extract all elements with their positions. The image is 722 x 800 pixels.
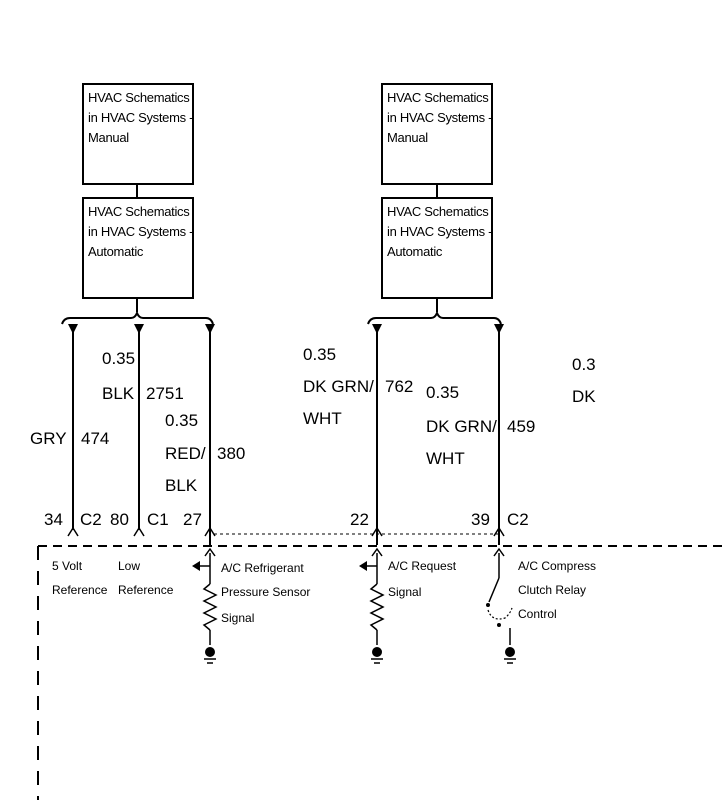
pin-22: 22 <box>350 510 369 529</box>
label-5-volt: 5 Volt <box>52 559 83 573</box>
label-clutch-relay: Clutch Relay <box>518 583 586 597</box>
bracket-right <box>367 310 502 325</box>
pin-34: 34 <box>44 510 63 529</box>
box-line: in HVAC Systems - <box>387 110 493 125</box>
wire-380-color1: RED/ <box>165 444 206 463</box>
wire-cut-size: 0.3 <box>572 355 596 374</box>
label-low: Low <box>118 559 140 573</box>
wire-2751-color: BLK <box>102 384 135 403</box>
pin-39: 39 <box>471 510 490 529</box>
circuit-27-arrow <box>192 561 200 571</box>
label-ac-compress: A/C Compress <box>518 559 596 573</box>
wire-459-color1: DK GRN/ <box>426 417 497 436</box>
wire-762-circuit: 762 <box>385 377 413 396</box>
pin-27: 27 <box>183 510 202 529</box>
ground-icon-27 <box>205 647 215 657</box>
box-line: Automatic <box>387 244 443 259</box>
chevron-34 <box>67 526 79 537</box>
box-line: Manual <box>387 130 428 145</box>
wire-2751-circuit: 2751 <box>146 384 184 403</box>
box-line: HVAC Schematics <box>88 90 190 105</box>
switch-link-39 <box>487 607 513 620</box>
hvac-automatic-box-left: HVAC Schematics in HVAC Systems - Automa… <box>82 197 194 299</box>
wire-474-color: GRY <box>30 429 67 448</box>
box-line: Manual <box>88 130 129 145</box>
ground-icon-39 <box>505 647 515 657</box>
switch-39 <box>488 577 500 603</box>
hvac-manual-box-right: HVAC Schematics in HVAC Systems - Manual <box>381 83 493 185</box>
wire-762-color2: WHT <box>303 409 342 428</box>
label-ac-request: A/C Request <box>388 559 457 573</box>
wire-cut-color: DK <box>572 387 596 406</box>
inner-chevron-39 <box>493 547 505 557</box>
wire-459-size: 0.35 <box>426 383 459 402</box>
ground-icon-22 <box>372 647 382 657</box>
wire-2751-size: 0.35 <box>102 349 135 368</box>
hvac-automatic-box-right: HVAC Schematics in HVAC Systems - Automa… <box>381 197 493 299</box>
box-line: Automatic <box>88 244 144 259</box>
label-signal-22: Signal <box>388 585 421 599</box>
box-line: HVAC Schematics <box>387 90 489 105</box>
box-line: in HVAC Systems - <box>88 224 194 239</box>
wire-762-color1: DK GRN/ <box>303 377 374 396</box>
box-line: in HVAC Systems - <box>387 224 493 239</box>
chevron-80 <box>133 526 145 537</box>
arrow-762 <box>372 324 382 334</box>
label-control: Control <box>518 607 557 621</box>
chevron-27 <box>204 526 216 537</box>
inner-chevron-22 <box>371 547 383 557</box>
box-line: in HVAC Systems - <box>88 110 194 125</box>
chevron-39 <box>493 526 505 537</box>
switch-contact-39 <box>486 603 490 607</box>
wire-762-size: 0.35 <box>303 345 336 364</box>
switch-contact-39b <box>497 623 501 627</box>
wire-380-size: 0.35 <box>165 411 198 430</box>
chevron-22 <box>371 526 383 537</box>
label-pressure-sensor: Pressure Sensor <box>221 585 310 599</box>
wire-459-color2: WHT <box>426 449 465 468</box>
resistor-27 <box>202 583 218 631</box>
arrow-474 <box>68 324 78 334</box>
conn-c2-left: C2 <box>80 510 102 529</box>
label-low-reference: Reference <box>118 583 174 597</box>
label-5-volt-reference: Reference <box>52 583 108 597</box>
conn-c2-right: C2 <box>507 510 529 529</box>
resistor-22 <box>369 583 385 631</box>
box-line: HVAC Schematics <box>88 204 190 219</box>
arrow-2751 <box>134 324 144 334</box>
conn-c1: C1 <box>147 510 169 529</box>
bracket-left <box>61 310 214 325</box>
inner-chevron-27 <box>204 547 216 557</box>
box-line: HVAC Schematics <box>387 204 489 219</box>
wire-459-circuit: 459 <box>507 417 535 436</box>
label-signal-27: Signal <box>221 611 254 625</box>
arrow-459 <box>494 324 504 334</box>
wire-380-color2: BLK <box>165 476 198 495</box>
hvac-manual-box-left: HVAC Schematics in HVAC Systems - Manual <box>82 83 194 185</box>
label-ac-refrigerant: A/C Refrigerant <box>221 561 304 575</box>
arrow-380 <box>205 324 215 334</box>
pin-80: 80 <box>110 510 129 529</box>
wire-380-circuit: 380 <box>217 444 245 463</box>
circuit-22-arrow <box>359 561 367 571</box>
wire-474-circuit: 474 <box>81 429 109 448</box>
